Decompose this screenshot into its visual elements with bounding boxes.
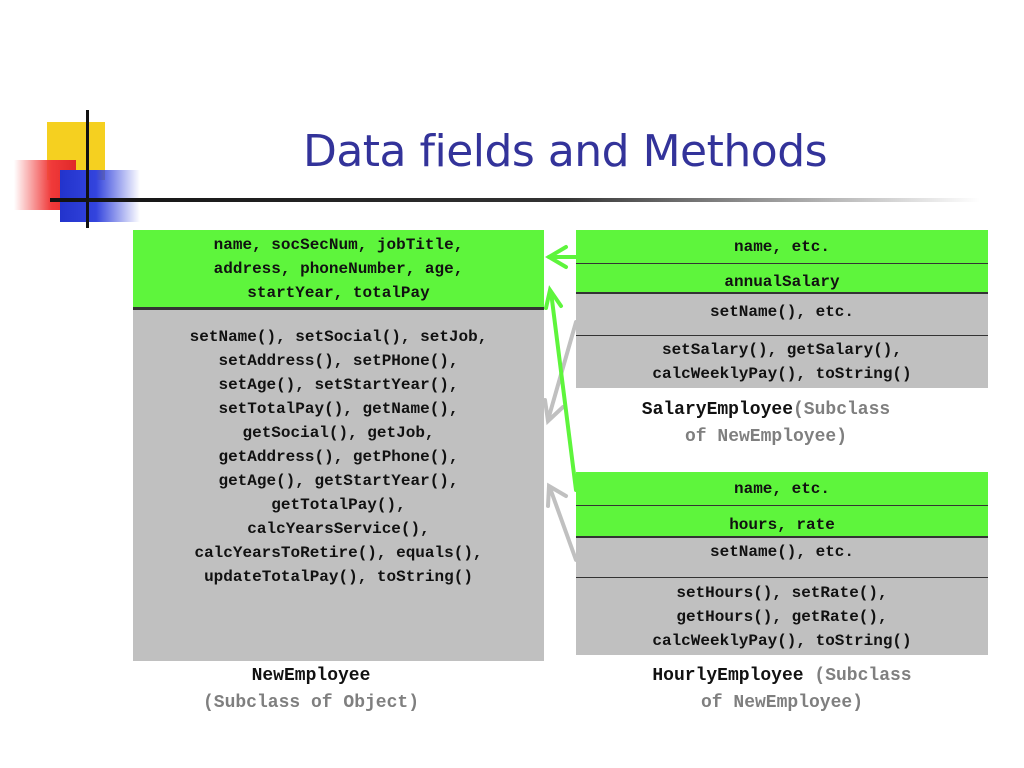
slide-title: Data fields and Methods bbox=[302, 126, 828, 177]
hourly-employee-caption-line1: HourlyEmployee (Subclass bbox=[576, 663, 988, 690]
salary-employee-caption-line1: SalaryEmployee(Subclass bbox=[576, 397, 956, 424]
hourly-employee-class-box: name, etc. hours, rate setName(), etc. s… bbox=[576, 472, 988, 655]
salary-employee-fields: annualSalary bbox=[576, 264, 988, 294]
new-employee-class-name: NewEmployee bbox=[251, 666, 371, 686]
salary-employee-methods: setSalary(), getSalary(), calcWeeklyPay(… bbox=[576, 336, 988, 388]
salary-employee-inherited-methods: setName(), etc. bbox=[576, 294, 988, 336]
hourly-employee-subclass-note-1: (Subclass bbox=[803, 666, 912, 686]
new-employee-fields: name, socSecNum, jobTitle, address, phon… bbox=[133, 230, 544, 310]
hourly-fields-arrow bbox=[544, 285, 578, 492]
new-employee-class-box: name, socSecNum, jobTitle, address, phon… bbox=[133, 230, 544, 661]
salary-employee-class-box: name, etc. annualSalary setName(), etc. … bbox=[576, 230, 988, 388]
new-employee-subclass-note: (Subclass of Object) bbox=[202, 693, 420, 713]
new-employee-methods: setName(), setSocial(), setJob, setAddre… bbox=[133, 310, 544, 661]
hourly-employee-methods: setHours(), setRate(), getHours(), getRa… bbox=[576, 578, 988, 655]
salary-employee-class-name: SalaryEmployee bbox=[641, 400, 793, 420]
hourly-employee-inherited-fields: name, etc. bbox=[576, 472, 988, 506]
hourly-employee-subclass-note-2: of NewEmployee) bbox=[700, 693, 864, 713]
hourly-employee-class-name: HourlyEmployee bbox=[652, 666, 804, 686]
logo-vertical-line bbox=[86, 110, 89, 228]
hourly-employee-inherited-methods: setName(), etc. bbox=[576, 538, 988, 578]
salary-fields-arrow bbox=[545, 245, 578, 269]
logo-blue-square bbox=[60, 170, 140, 222]
title-underline bbox=[50, 198, 980, 202]
hourly-employee-fields: hours, rate bbox=[576, 506, 988, 538]
salary-employee-inherited-fields: name, etc. bbox=[576, 230, 988, 264]
salary-employee-subclass-note-1: (Subclass bbox=[793, 400, 891, 420]
hourly-methods-arrow bbox=[546, 482, 578, 562]
salary-employee-subclass-note-2: of NewEmployee) bbox=[684, 427, 848, 447]
